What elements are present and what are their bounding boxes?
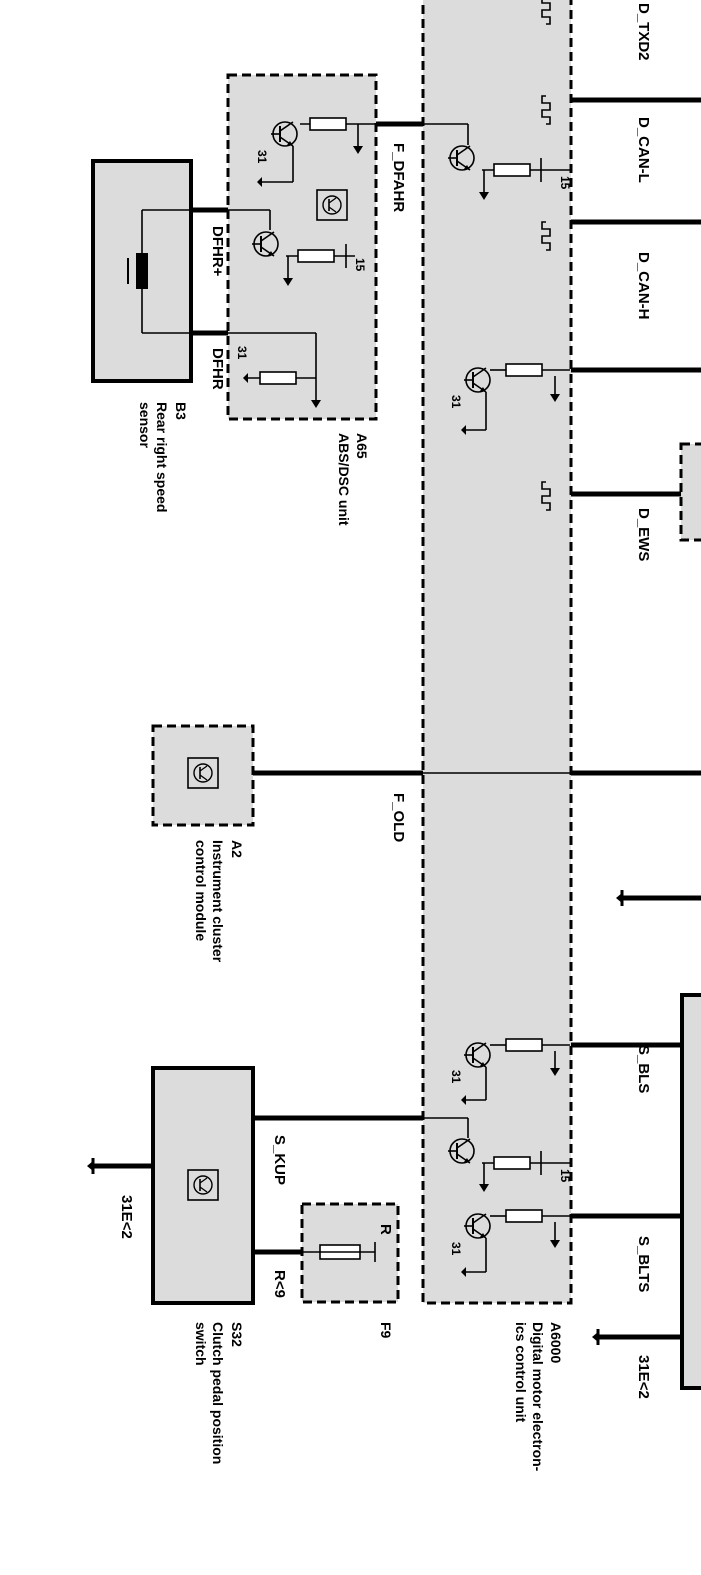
s32-id: S32 [229, 1322, 245, 1347]
signal-label-d-can-l: D_CAN-L [635, 117, 652, 183]
a6000-name-line1: Digital motor electron- [530, 1322, 546, 1472]
a2-id: A2 [229, 840, 245, 858]
ground-label-right: 31E<2 [635, 1355, 652, 1399]
a65-input-transistor: 15 [228, 209, 367, 286]
pin-31-label: 31 [449, 1070, 463, 1084]
resistor-icon [505, 1038, 543, 1052]
signal-label-d-txd2: D_TXD2 [635, 3, 652, 61]
a6000-module-box [421, 0, 573, 1305]
signal-label-s-kup: S_KUP [271, 1135, 288, 1185]
pin-31-label: 31 [235, 346, 249, 360]
ground-icon [616, 890, 624, 906]
a65-dfhr-return: 31 [228, 332, 321, 408]
a2-module-box [151, 724, 255, 827]
a6000-input-sbls: 31 [449, 1038, 570, 1105]
a65-id: A65 [354, 433, 370, 459]
signal-label-dfhr-plus: DFHR+ [209, 226, 226, 277]
resistor-icon [297, 249, 335, 263]
b3-name-line1: Rear right speed [154, 402, 170, 512]
signal-label-dfhr: DFHR [209, 348, 226, 390]
a65-name: ABS/DSC unit [336, 433, 352, 526]
a65-output-transistor: 31 [255, 117, 376, 187]
signal-label-r9: R<9 [271, 1270, 288, 1298]
pin-31-label: 31 [255, 150, 269, 164]
s32-name-line1: Clutch pedal position [210, 1322, 226, 1464]
signal-label-d-can-h: D_CAN-H [635, 252, 652, 320]
right-module-edge [680, 993, 701, 1390]
a65-module-box [226, 73, 378, 421]
pin-31-label: 31 [449, 395, 463, 409]
f9-id: F9 [378, 1322, 394, 1339]
a6000-input-skup: 15 [423, 1117, 572, 1192]
a6000-id: A6000 [548, 1322, 564, 1363]
pin-15-label: 15 [558, 176, 572, 190]
ground-icon [592, 1329, 600, 1345]
resistor-icon [493, 163, 531, 177]
ews-module-edge [679, 442, 701, 542]
a2-name-line1: Instrument cluster [210, 840, 226, 963]
b3-name-line2: sensor [137, 402, 153, 448]
coil-icon [127, 253, 148, 289]
a6000-input-sblts: 31 [449, 1209, 570, 1277]
s32-name-line2: switch [193, 1322, 209, 1366]
ground-icon [87, 1158, 95, 1174]
f9-pin-r: R [377, 1224, 394, 1235]
resistor-icon [259, 371, 297, 385]
resistor-icon [309, 117, 347, 131]
fuse-icon [319, 1244, 361, 1260]
b3-id: B3 [173, 402, 189, 420]
a6000-name-line2: ics control unit [513, 1322, 529, 1423]
s32-switch-box [151, 1066, 255, 1305]
resistor-icon [505, 1209, 543, 1223]
a6000-output-dcanh: 31 [449, 363, 570, 435]
signal-label-f-dfahr: F_DFAHR [390, 143, 407, 212]
signal-label-d-ews: D_EWS [635, 508, 652, 561]
signal-label-s-blts: S_BLTS [635, 1236, 652, 1292]
signal-label-f-old: F_OLD [390, 793, 407, 842]
a2-name-line2: control module [193, 840, 209, 941]
pin-15-label: 15 [353, 258, 367, 272]
signal-label-s-bls: S_BLS [635, 1045, 652, 1093]
pin-15-label: 15 [558, 1169, 572, 1183]
pin-31-label: 31 [449, 1242, 463, 1256]
resistor-icon [505, 363, 543, 377]
resistor-icon [493, 1156, 531, 1170]
ground-label-left: 31E<2 [118, 1195, 135, 1239]
a6000-input-fdfahr: 15 [423, 123, 572, 200]
